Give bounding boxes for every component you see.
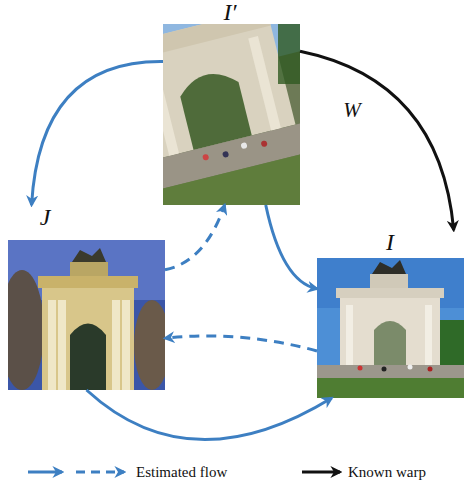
dashed-flow-sample: [76, 471, 124, 474]
legend-text: Known warp: [348, 463, 426, 481]
flow-arrow: [165, 336, 317, 351]
reference-photo: [317, 258, 464, 398]
warp-sample: [302, 471, 340, 474]
flow-arrow: [165, 205, 225, 270]
warp-arrow: [300, 51, 454, 230]
warped-photo: [163, 24, 300, 205]
hdr-photo: [8, 240, 165, 390]
flow-arrow: [87, 390, 332, 440]
image-node: I′: [163, 0, 300, 205]
image-label: J: [40, 205, 51, 229]
flow-arrow: [266, 205, 317, 289]
image-label: I′: [223, 0, 236, 24]
flow-arrow: [32, 61, 163, 205]
legend-text: Estimated flow: [136, 463, 227, 481]
solid-flow-sample: [28, 471, 62, 474]
image-label: I: [386, 230, 394, 254]
image-node: I: [317, 230, 464, 398]
image-node: J: [8, 205, 165, 390]
warp-label: W: [341, 99, 363, 121]
